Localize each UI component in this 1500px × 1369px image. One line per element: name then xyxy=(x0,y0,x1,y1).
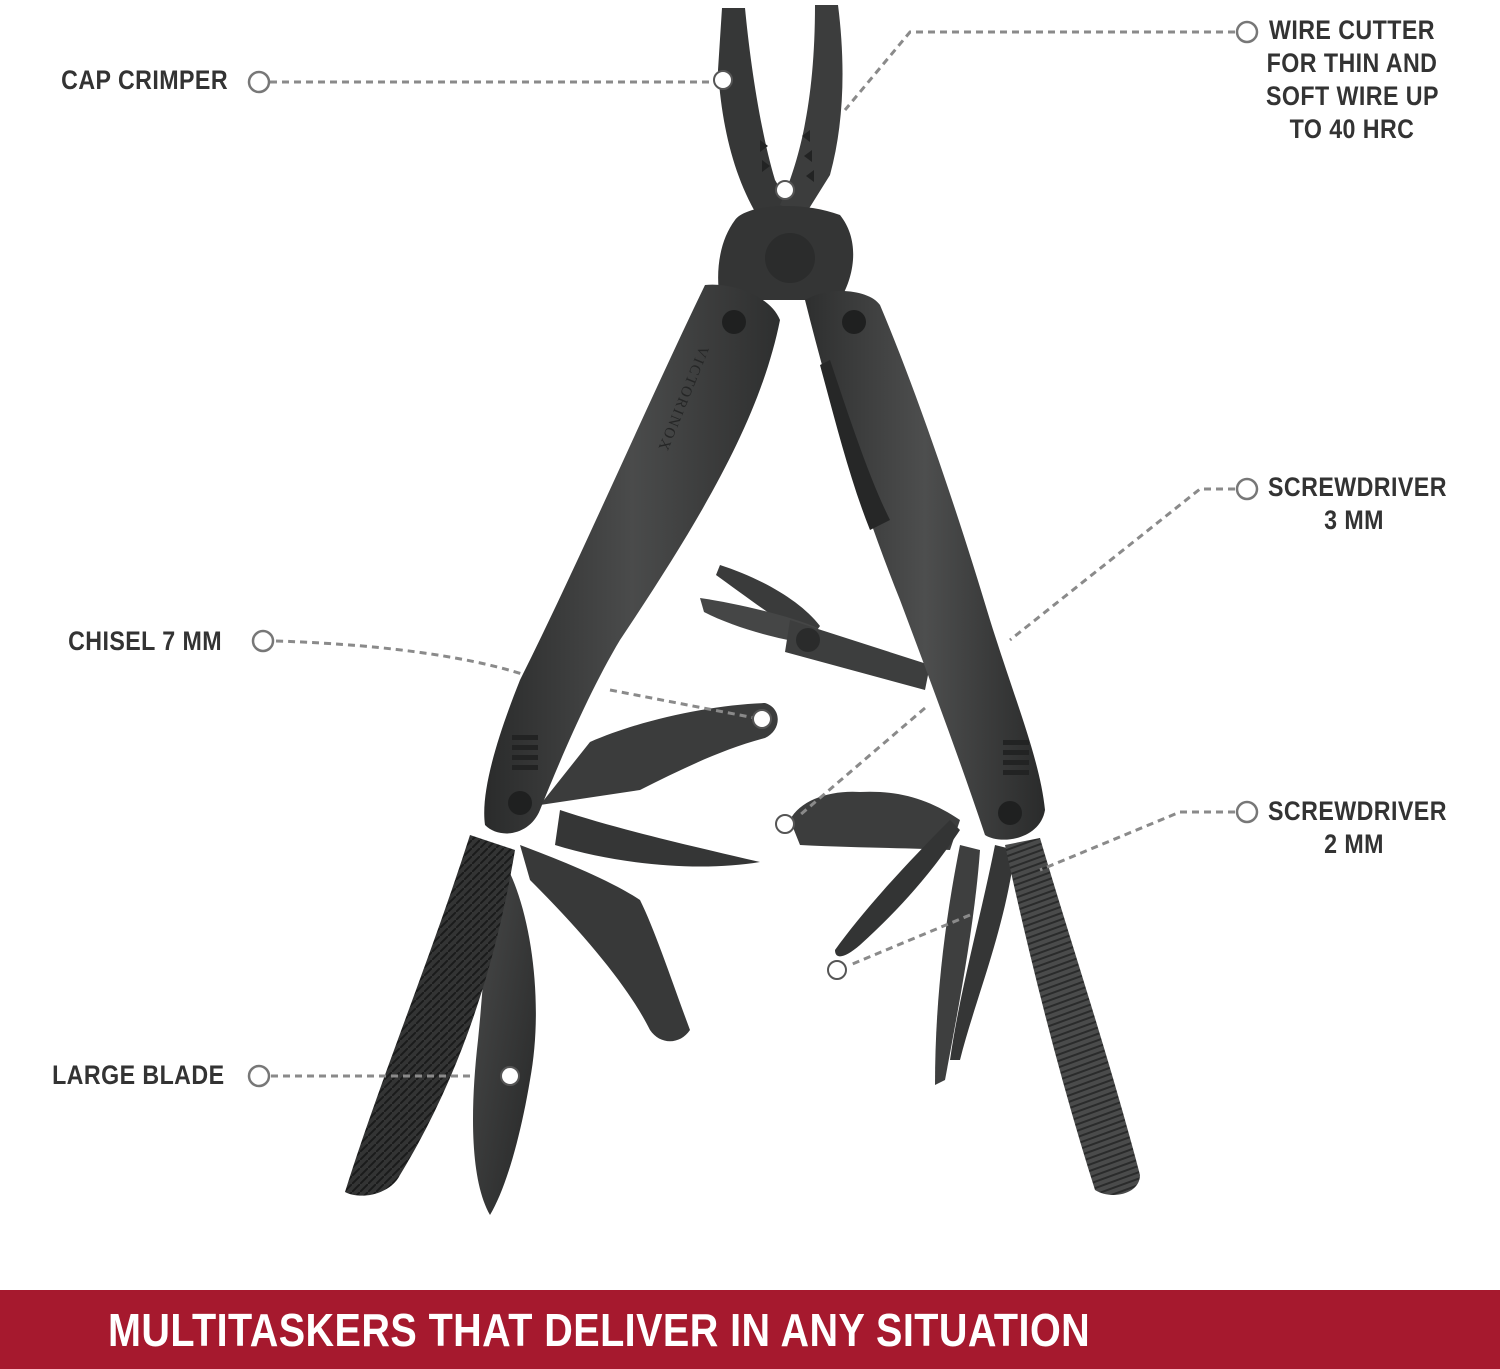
label-chisel: CHISEL 7 MM xyxy=(68,626,222,656)
marker-large-blade-tool xyxy=(500,1066,520,1086)
small-blade xyxy=(555,810,760,867)
right-handle xyxy=(805,290,1045,840)
leader-screwdriver-2mm-2 xyxy=(849,913,971,967)
leader-chisel-2 xyxy=(609,688,756,720)
marker-cap-crimper-label xyxy=(247,70,271,94)
wire-cutter-line-4: TO 40 HRC xyxy=(1289,114,1415,144)
screwdriver-2mm-line-2: 2 MM xyxy=(1324,829,1384,859)
screwdriver-3mm-tool xyxy=(835,820,960,957)
pliers-head xyxy=(718,5,854,300)
label-large-blade: LARGE BLADE xyxy=(51,1060,224,1090)
marker-screwdriver-2mm-tool xyxy=(827,960,847,980)
marker-cap-crimper-tool xyxy=(713,70,733,90)
marker-large-blade-label xyxy=(247,1064,271,1088)
leader-screwdriver-2mm xyxy=(1039,810,1235,872)
marker-chisel-tool xyxy=(752,709,772,729)
marker-wire-cutter-label xyxy=(1235,20,1259,44)
pliers-jaw-right xyxy=(780,5,843,215)
phillips-tool xyxy=(950,845,1015,1060)
saw-tool xyxy=(345,835,515,1196)
pliers-jaw-left xyxy=(718,8,790,220)
marker-screwdriver-3mm-label xyxy=(1235,477,1259,501)
label-screwdriver-3mm: SCREWDRIVER 3 MM xyxy=(1268,471,1447,537)
tagline-text: MULTITASKERS THAT DELIVER IN ANY SITUATI… xyxy=(108,1304,1091,1356)
label-wire-cutter: WIRE CUTTER FOR THIN AND SOFT WIRE UP TO… xyxy=(1266,14,1438,146)
leader-lines xyxy=(270,30,1235,1078)
wire-cutter-line-2: FOR THIN AND xyxy=(1266,48,1438,78)
label-screwdriver-2mm: SCREWDRIVER 2 MM xyxy=(1268,795,1447,861)
can-opener-tool xyxy=(520,845,690,1042)
tagline-banner xyxy=(0,1290,1500,1369)
leader-screwdriver-3mm-2 xyxy=(799,706,926,817)
scissors-lever xyxy=(785,620,930,690)
screwdriver-2mm-tool xyxy=(935,845,980,1085)
tools-back xyxy=(345,565,1140,1215)
marker-screwdriver-3mm-tool xyxy=(775,814,795,834)
marker-screwdriver-2mm-label xyxy=(1235,800,1259,824)
screwdriver-3mm-line-2: 3 MM xyxy=(1324,505,1384,535)
screwdriver-2mm-line-1: SCREWDRIVER xyxy=(1268,796,1447,826)
bottle-opener-right xyxy=(790,791,960,850)
file-tool xyxy=(1005,838,1140,1195)
screwdriver-3mm-line-1: SCREWDRIVER xyxy=(1268,472,1447,502)
label-cap-crimper: CAP CRIMPER xyxy=(61,65,228,95)
wire-cutter-line-1: WIRE CUTTER xyxy=(1269,15,1435,45)
callout-markers xyxy=(247,20,1259,1088)
marker-chisel-label xyxy=(251,629,275,653)
chisel-tool xyxy=(540,703,778,805)
marker-pliers-pivot xyxy=(775,180,795,200)
wire-cutter-line-3: SOFT WIRE UP xyxy=(1266,81,1439,111)
leader-chisel xyxy=(275,639,526,677)
leader-screwdriver-3mm xyxy=(1009,487,1235,642)
leader-wire-cutter xyxy=(843,30,1235,111)
